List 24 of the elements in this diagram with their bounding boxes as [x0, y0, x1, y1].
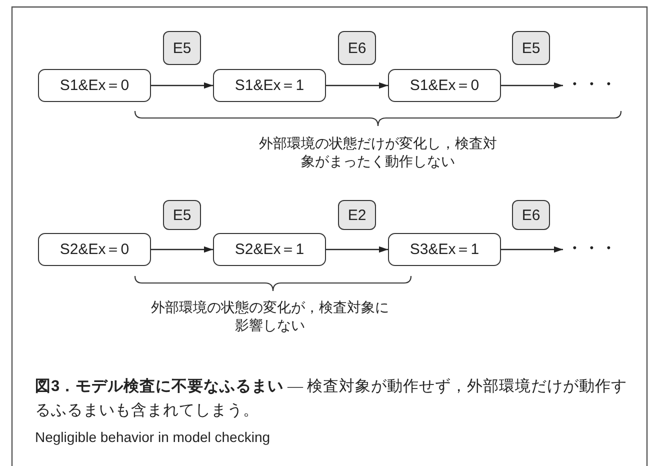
- arrow: [151, 82, 213, 89]
- edge-label: E2: [338, 200, 376, 230]
- arrow: [326, 82, 388, 89]
- state-box: S2&Ex＝1: [213, 233, 326, 266]
- state-box: S3&Ex＝1: [388, 233, 501, 266]
- bracket-note: 外部環境の状態だけが変化し，検査対象がまったく動作しない: [258, 134, 498, 170]
- ellipsis-text: ・・・: [567, 75, 618, 94]
- edge-label: E6: [338, 31, 376, 65]
- state-box: S1&Ex＝0: [388, 69, 501, 102]
- edge-label: E6: [512, 200, 550, 230]
- edge-label: E5: [163, 200, 201, 230]
- arrow: [501, 82, 563, 89]
- arrow: [501, 246, 563, 253]
- edge-label: E5: [512, 31, 550, 65]
- caption: 図3．モデル検査に不要なふるまい — 検査対象が動作せず，外部環境だけが動作するふるまいも含まれてしまう。: [35, 377, 628, 421]
- state-box: S2&Ex＝0: [38, 233, 151, 266]
- bracket-note: 外部環境の状態の変化が，検査対象に影響しない: [150, 298, 390, 334]
- state-box: S1&Ex＝0: [38, 69, 151, 102]
- ellipsis-text: ・・・: [567, 239, 618, 258]
- arrow: [151, 246, 213, 253]
- state-box: S1&Ex＝1: [213, 69, 326, 102]
- edge-label: E5: [163, 31, 201, 65]
- subtitle: Negligible behavior in model checking: [35, 428, 270, 446]
- arrow: [326, 246, 388, 253]
